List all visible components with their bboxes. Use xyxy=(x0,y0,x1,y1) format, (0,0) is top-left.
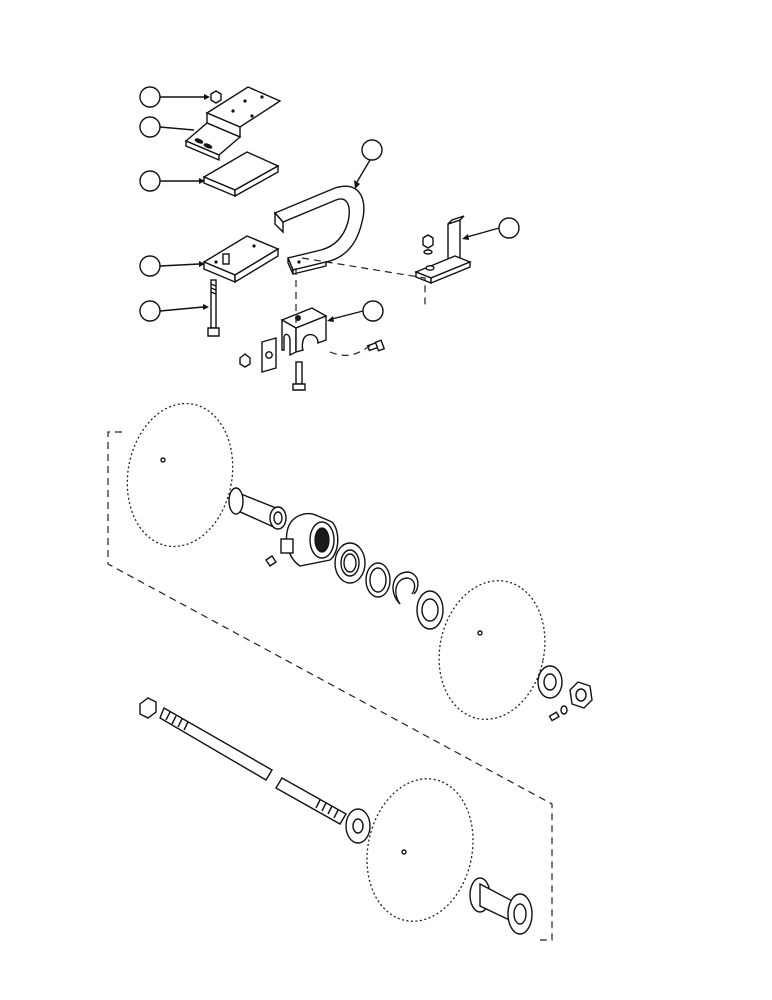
callout-2[interactable] xyxy=(139,255,161,277)
leader-13 xyxy=(331,310,364,320)
nut-6 xyxy=(210,90,222,104)
clamp-block-13 xyxy=(280,307,328,357)
post-bracket-12 xyxy=(414,215,472,285)
callout-12[interactable] xyxy=(498,217,520,239)
clamp-screw xyxy=(366,339,386,352)
disc-lower xyxy=(366,778,474,922)
washer-large xyxy=(416,590,444,630)
axle-shaft xyxy=(139,697,347,825)
clamp-bolt-lower xyxy=(292,361,306,391)
spool-spacer xyxy=(469,877,533,935)
plate-2 xyxy=(202,235,280,284)
carriage-bolt-5 xyxy=(207,279,220,337)
leader-2 xyxy=(159,263,200,267)
grease-fitting xyxy=(265,555,277,567)
clamp-nut xyxy=(239,353,251,368)
mounting-bracket-4 xyxy=(184,86,282,162)
arrowhead-6 xyxy=(204,94,210,100)
arrowhead-2 xyxy=(199,261,205,267)
bearing-housing xyxy=(280,512,339,567)
guide-line-to-12 xyxy=(301,257,426,306)
guide-line-to-screw xyxy=(329,345,371,356)
callout-5[interactable] xyxy=(139,300,161,322)
arrowhead-3 xyxy=(354,180,360,189)
lock-nut xyxy=(569,681,593,709)
leader-4 xyxy=(159,126,195,131)
arrowhead-13 xyxy=(327,316,334,322)
arrowhead-5 xyxy=(203,304,209,310)
hub-spindle xyxy=(228,487,287,530)
callout-4[interactable] xyxy=(139,116,161,138)
disc-left xyxy=(126,402,234,548)
disc-middle xyxy=(438,580,546,720)
leader-3 xyxy=(356,159,371,183)
callout-3[interactable] xyxy=(361,139,383,161)
leader-12 xyxy=(466,227,500,238)
callout-13[interactable] xyxy=(362,300,384,322)
u-bolt-3 xyxy=(273,185,365,275)
washer-lower xyxy=(345,808,371,844)
arrowhead-12 xyxy=(462,234,469,240)
seal-ring xyxy=(365,562,391,598)
small-screw xyxy=(548,705,568,722)
callout-1[interactable] xyxy=(139,170,161,192)
bearing xyxy=(334,542,366,584)
assembly-outline xyxy=(107,431,553,941)
clamp-plate-hole xyxy=(265,351,273,359)
leader-5 xyxy=(159,306,204,312)
spacer-right xyxy=(537,665,563,699)
callout-6[interactable] xyxy=(139,86,161,108)
plate-1 xyxy=(202,151,280,198)
arrowhead-1 xyxy=(199,178,205,184)
